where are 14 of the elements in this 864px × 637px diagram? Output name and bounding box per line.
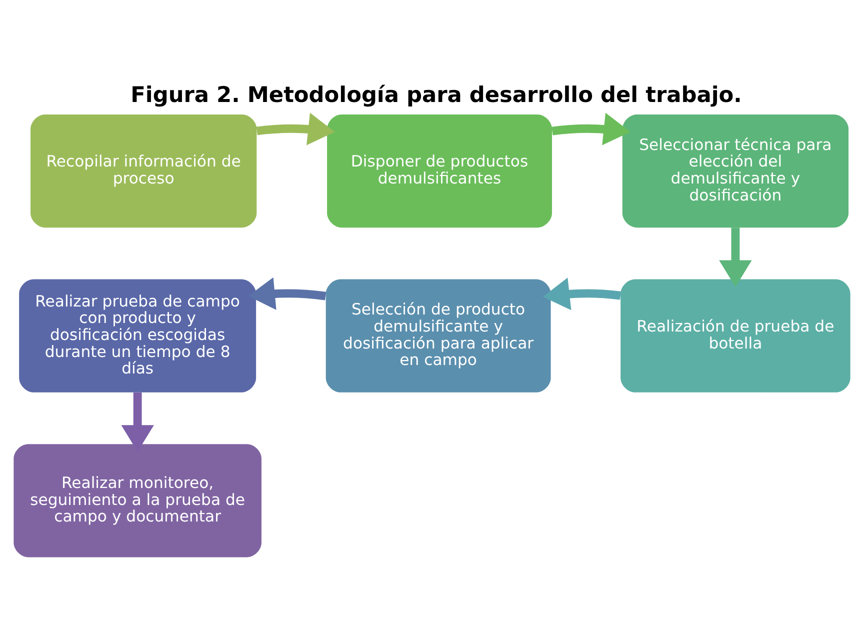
node-box: Disponer de productos demulsificantes bbox=[327, 114, 552, 228]
arrow bbox=[552, 112, 630, 145]
node-box: Realizar prueba de campo con producto y dosificación escogidas durante un tiempo de 8 días bbox=[19, 278, 256, 392]
diagram-title: Figura 2. Metodología para desarrollo del trabajo. bbox=[130, 82, 742, 108]
node-box: Seleccionar técnica para elección del demulsificante y dosificación bbox=[622, 114, 849, 228]
node-box: Selección de producto demulsificante y dosificación para aplicar en campo bbox=[326, 278, 551, 392]
node-box: Realización de prueba de botella bbox=[620, 278, 850, 392]
node-box: Recopilar información de proceso bbox=[30, 114, 257, 228]
arrow bbox=[248, 276, 326, 310]
node-box: Realizar monitoreo, seguimiento a la prueba de campo y documentar bbox=[14, 444, 262, 557]
arrow bbox=[719, 227, 752, 286]
arrow bbox=[542, 277, 621, 310]
arrow bbox=[121, 392, 154, 452]
arrow bbox=[256, 112, 335, 145]
